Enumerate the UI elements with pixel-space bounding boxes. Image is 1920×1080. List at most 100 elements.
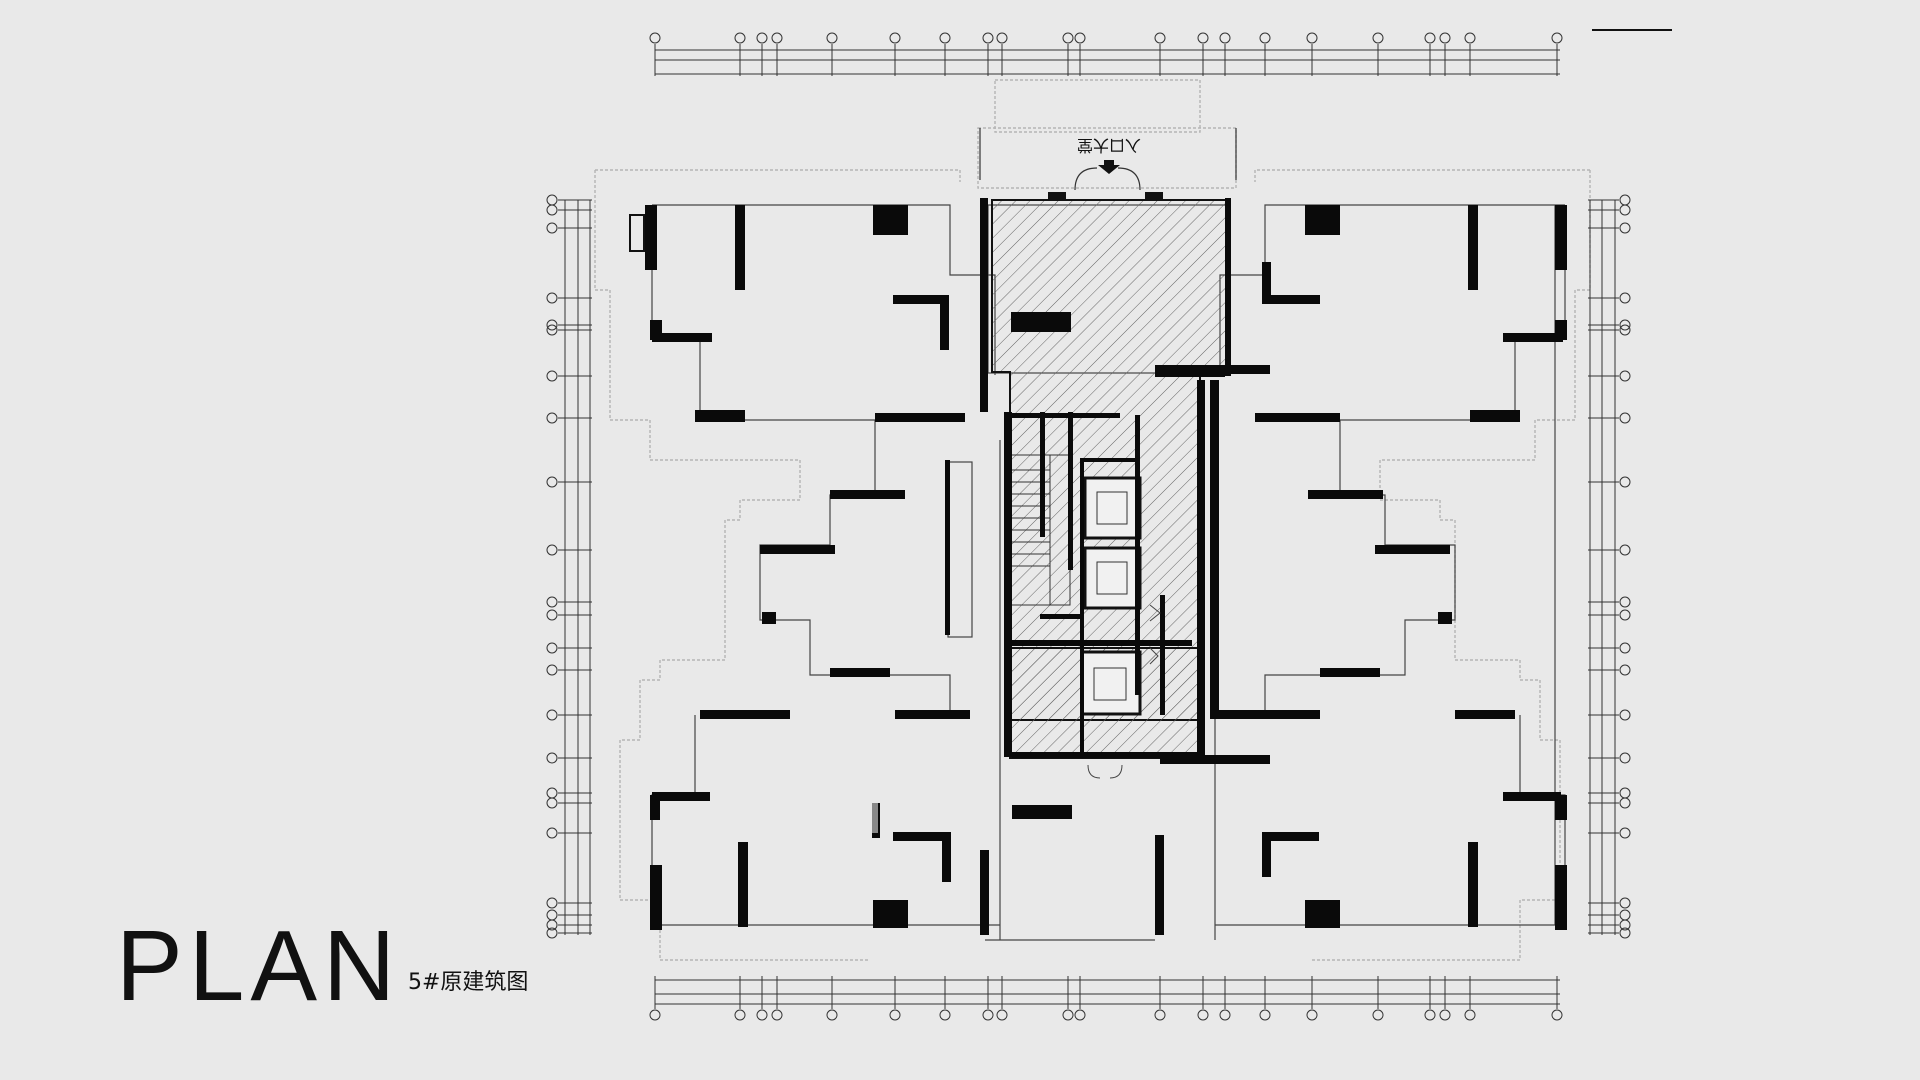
structural-walls: [645, 198, 1567, 935]
top-column-marker: [1145, 192, 1163, 200]
axis-bubble-icon: [1619, 292, 1631, 304]
axis-bubble-icon: [1619, 544, 1631, 556]
axis-bubble-icon: [939, 1009, 951, 1021]
axis-bubble-icon: [546, 919, 558, 931]
axis-bubble-icon: [546, 204, 558, 216]
axis-bubble-icon: [826, 1009, 838, 1021]
axis-bubble-icon: [982, 1009, 994, 1021]
axis-bubble-icon: [1619, 412, 1631, 424]
axis-bubble-icon: [1619, 752, 1631, 764]
axis-bubble-icon: [1619, 194, 1631, 206]
axis-bubble-icon: [1424, 32, 1436, 44]
axis-bubble-icon: [649, 32, 661, 44]
axis-bubble-icon: [1619, 897, 1631, 909]
entrance-arrow-icon: [1098, 160, 1120, 174]
axis-bubble-icon: [1154, 32, 1166, 44]
axis-bubble-icon: [1619, 204, 1631, 216]
axis-bubble-icon: [982, 32, 994, 44]
axis-bubble-icon: [546, 609, 558, 621]
balcony-outlines: [594, 79, 1591, 961]
axis-bubble-icon: [546, 897, 558, 909]
axis-bubble-icon: [1619, 324, 1631, 336]
axis-bubble-icon: [1551, 1009, 1563, 1021]
axis-bubble-icon: [1464, 32, 1476, 44]
axis-bubble-icon: [1439, 1009, 1451, 1021]
axis-bubble-icon: [996, 1009, 1008, 1021]
axis-bubble-icon: [1219, 32, 1231, 44]
axis-bubble-icon: [546, 222, 558, 234]
axis-bubble-icon: [546, 324, 558, 336]
axis-bubble-icon: [1259, 1009, 1271, 1021]
axis-bubble-icon: [1619, 370, 1631, 382]
axis-bubble-icon: [1074, 1009, 1086, 1021]
axis-bubble-icon: [1619, 596, 1631, 608]
axis-bubble-icon: [1424, 1009, 1436, 1021]
axis-bubble-icon: [756, 32, 768, 44]
axis-bubble-icon: [939, 32, 951, 44]
top-column-marker: [1048, 192, 1066, 200]
axis-bubble-icon: [771, 32, 783, 44]
axis-bubble-icon: [996, 32, 1008, 44]
axis-bubble-icon: [1062, 1009, 1074, 1021]
gray-wall-segment: [872, 803, 878, 833]
axis-bubble-icon: [546, 642, 558, 654]
axis-bubble-icon: [1619, 797, 1631, 809]
axis-bubble-icon: [546, 319, 558, 331]
top-left-window: [629, 214, 645, 252]
top-dimension-line: [655, 49, 1560, 75]
axis-bubble-icon: [546, 664, 558, 676]
axis-bubble-icon: [1619, 222, 1631, 234]
axis-bubble-icon: [1619, 319, 1631, 331]
axis-bubble-icon: [546, 927, 558, 939]
left-dimension-line: [564, 200, 591, 935]
axis-bubble-icon: [1372, 32, 1384, 44]
axis-bubble-icon: [1619, 919, 1631, 931]
axis-bubble-icon: [1259, 32, 1271, 44]
plan-title: PLAN: [116, 910, 402, 1022]
axis-bubble-icon: [1154, 1009, 1166, 1021]
door-swing-icon: [1087, 604, 1161, 779]
axis-bubble-icon: [1062, 32, 1074, 44]
axis-bubble-icon: [1074, 32, 1086, 44]
right-dimension-line: [1589, 200, 1616, 935]
axis-bubble-icon: [1219, 1009, 1231, 1021]
axis-bubble-icon: [546, 596, 558, 608]
entrance-lobby-label: 入口大堂: [1077, 136, 1141, 155]
top-axis-bubbles: [649, 32, 1563, 76]
axis-bubble-icon: [546, 544, 558, 556]
axis-bubble-icon: [649, 1009, 661, 1021]
axis-bubble-icon: [546, 709, 558, 721]
axis-bubble-icon: [1306, 32, 1318, 44]
axis-bubble-icon: [546, 292, 558, 304]
entrance-canopy: [979, 128, 1237, 191]
axis-bubble-icon: [734, 32, 746, 44]
axis-bubble-icon: [1372, 1009, 1384, 1021]
axis-bubble-icon: [1619, 476, 1631, 488]
axis-bubble-icon: [1619, 642, 1631, 654]
axis-bubble-icon: [1306, 1009, 1318, 1021]
axis-bubble-icon: [1619, 909, 1631, 921]
axis-bubble-icon: [546, 787, 558, 799]
axis-bubble-icon: [546, 476, 558, 488]
bottom-dimension-line: [655, 979, 1560, 1005]
axis-bubble-icon: [771, 1009, 783, 1021]
axis-bubble-icon: [546, 752, 558, 764]
axis-bubble-icon: [734, 1009, 746, 1021]
axis-bubble-icon: [1619, 664, 1631, 676]
axis-bubble-icon: [1439, 32, 1451, 44]
axis-bubble-icon: [546, 797, 558, 809]
axis-bubble-icon: [546, 412, 558, 424]
left-axis-bubbles: [546, 194, 592, 939]
axis-bubble-icon: [826, 32, 838, 44]
axis-bubble-icon: [889, 1009, 901, 1021]
axis-bubble-icon: [1619, 827, 1631, 839]
axis-bubble-icon: [1197, 1009, 1209, 1021]
bottom-axis-bubbles: [649, 976, 1563, 1021]
elevator-icon: [1080, 476, 1142, 716]
axis-bubble-icon: [1197, 32, 1209, 44]
axis-bubble-icon: [889, 32, 901, 44]
axis-bubble-icon: [546, 909, 558, 921]
axis-bubble-icon: [1619, 609, 1631, 621]
axis-bubble-icon: [1619, 787, 1631, 799]
